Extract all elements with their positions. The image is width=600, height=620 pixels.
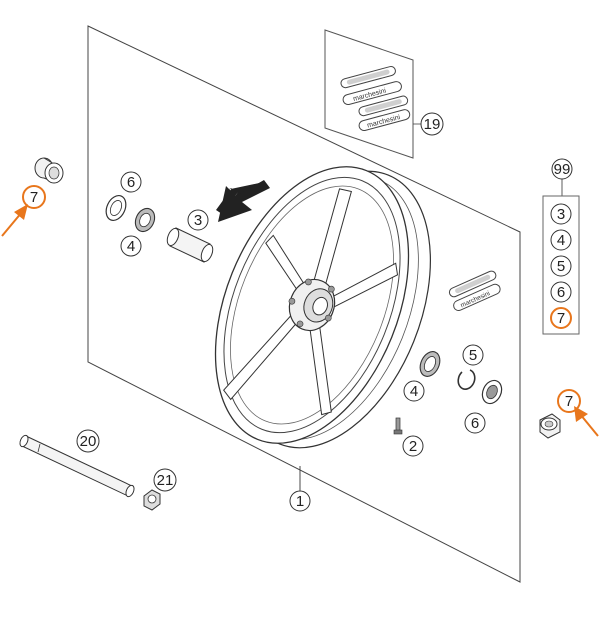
callout-99: 99 (551, 158, 573, 180)
callout-7-left: 7 (22, 185, 46, 209)
spacer-right (539, 413, 561, 439)
bearing-left (134, 207, 156, 233)
kit-item-3: 3 (550, 203, 572, 225)
callout-6-left: 6 (120, 171, 142, 193)
wheel-rim (214, 166, 431, 449)
highlight-arrow-right-icon (574, 406, 599, 437)
svg-text:5: 5 (469, 347, 477, 364)
callouts: 1 2 3 4 4 5 6 6 (22, 112, 581, 512)
svg-text:20: 20 (80, 433, 97, 450)
callout-3: 3 (187, 209, 209, 231)
sticker-panel: marchesini marchesini (324, 29, 414, 159)
svg-text:7: 7 (565, 393, 573, 410)
svg-text:5: 5 (557, 258, 565, 275)
spacer-tube (166, 227, 214, 263)
spacer-left (34, 157, 64, 184)
svg-text:99: 99 (554, 161, 571, 178)
kit-item-7: 7 (550, 307, 572, 329)
svg-text:6: 6 (557, 284, 565, 301)
kit-item-4: 4 (550, 229, 572, 251)
circlip (457, 369, 476, 390)
svg-text:19: 19 (424, 116, 441, 133)
callout-20: 20 (76, 429, 100, 453)
svg-text:4: 4 (410, 383, 418, 400)
seal-right (481, 379, 503, 405)
callout-19: 19 (420, 112, 444, 136)
svg-text:1: 1 (296, 493, 304, 510)
svg-text:21: 21 (157, 472, 174, 489)
kit-item-5: 5 (550, 255, 572, 277)
callout-4-right: 4 (403, 380, 425, 402)
svg-text:6: 6 (127, 174, 135, 191)
callout-6-right: 6 (464, 412, 486, 434)
callout-5: 5 (462, 344, 484, 366)
svg-text:4: 4 (557, 232, 565, 249)
nut (143, 489, 161, 511)
valve (393, 417, 403, 435)
kit-item-6: 6 (550, 281, 572, 303)
svg-text:3: 3 (194, 212, 202, 229)
svg-text:4: 4 (127, 238, 135, 255)
callout-1: 1 (289, 490, 311, 512)
svg-text:2: 2 (409, 438, 417, 455)
seal-left (105, 195, 127, 221)
callout-4-left: 4 (120, 235, 142, 257)
svg-text:3: 3 (557, 206, 565, 223)
svg-text:6: 6 (471, 415, 479, 432)
bearing-right (419, 351, 441, 377)
axle (19, 434, 135, 498)
svg-text:7: 7 (30, 189, 38, 206)
arrow-icon (216, 180, 270, 222)
callout-21: 21 (153, 468, 177, 492)
svg-text:7: 7 (557, 310, 565, 327)
callout-2: 2 (402, 435, 424, 457)
highlight-arrow-left-icon (1, 204, 28, 237)
